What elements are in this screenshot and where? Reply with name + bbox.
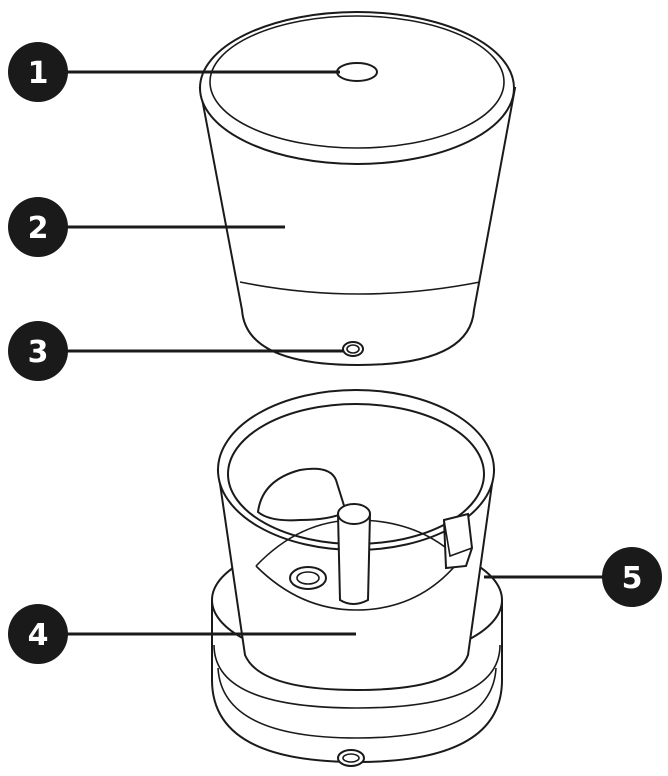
callout-badge-3: 3 — [8, 321, 68, 381]
cover-base-band — [239, 281, 481, 295]
callout-badge-4: 4 — [8, 604, 68, 664]
callout-4-label: 4 — [28, 618, 49, 653]
upper-cover-assembly — [198, 11, 517, 367]
base-port-inner — [342, 753, 360, 763]
lower-base-assembly — [211, 389, 503, 767]
callout-2-label: 2 — [28, 211, 49, 246]
callout-leaders — [66, 70, 604, 636]
side-tab-edge — [443, 519, 473, 558]
central-post-top — [337, 503, 371, 525]
cover-lid-inner — [209, 15, 505, 149]
side-tab — [442, 512, 474, 570]
callout-badge-5: 5 — [602, 547, 662, 607]
cover-body — [198, 87, 517, 367]
base-ring-1 — [213, 644, 501, 709]
mist-outlet — [336, 62, 378, 82]
base-port — [337, 749, 365, 767]
callout-1-label: 1 — [28, 56, 49, 91]
reservoir-floor — [255, 559, 461, 611]
power-button — [342, 341, 364, 357]
cover-lid-outer — [199, 11, 515, 165]
floor-hole-inner — [296, 571, 320, 585]
floor-hole-outer — [289, 566, 327, 590]
base-ring-2 — [217, 667, 497, 739]
callout-badge-1: 1 — [8, 42, 68, 102]
power-button-inner — [346, 344, 360, 354]
central-post — [336, 513, 372, 605]
callout-badge-2: 2 — [8, 197, 68, 257]
callout-5-label: 5 — [622, 561, 643, 596]
callout-3-label: 3 — [28, 335, 49, 370]
float-lever — [256, 467, 348, 522]
